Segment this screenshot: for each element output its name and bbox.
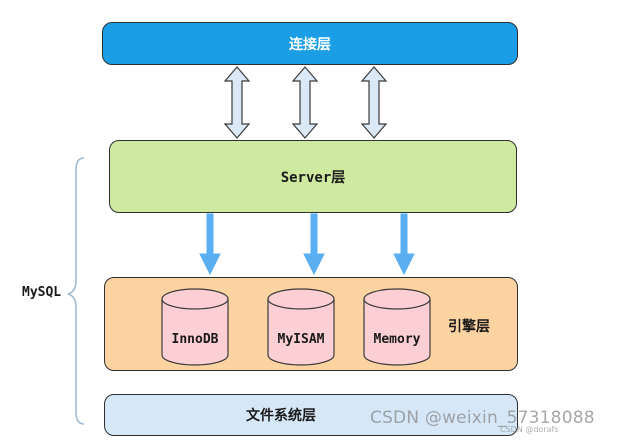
down-arrow-middle — [303, 213, 325, 276]
cylinder-myisam — [267, 288, 335, 366]
engine-memory-label: Memory — [373, 332, 421, 347]
double-arrow-left — [223, 66, 251, 139]
down-arrow-right — [393, 213, 415, 276]
mysql-group-label: MySQL — [22, 285, 62, 300]
double-arrow-right — [360, 66, 388, 139]
filesystem-layer: 文件系统层 — [104, 394, 518, 436]
watermark-secondary-text: CSDN @dorafs — [500, 425, 559, 434]
down-arrow-left — [199, 213, 221, 276]
cylinder-memory — [363, 288, 431, 366]
connection-layer: 连接层 — [102, 22, 518, 65]
watermark-text: CSDN @weixin_57318088 — [370, 408, 595, 428]
server-layer-label: Server层 — [280, 169, 346, 186]
mysql-bracket — [67, 157, 85, 425]
connection-layer-label: 连接层 — [289, 36, 331, 53]
engine-layer-label: 引擎层 — [448, 319, 490, 335]
engine-innodb-label: InnoDB — [171, 332, 219, 347]
filesystem-layer-label: 文件系统层 — [246, 408, 316, 424]
cylinder-innodb — [161, 288, 229, 366]
engine-myisam-label: MyISAM — [277, 332, 325, 347]
double-arrow-middle — [291, 66, 319, 139]
server-layer: Server层 — [109, 140, 517, 213]
